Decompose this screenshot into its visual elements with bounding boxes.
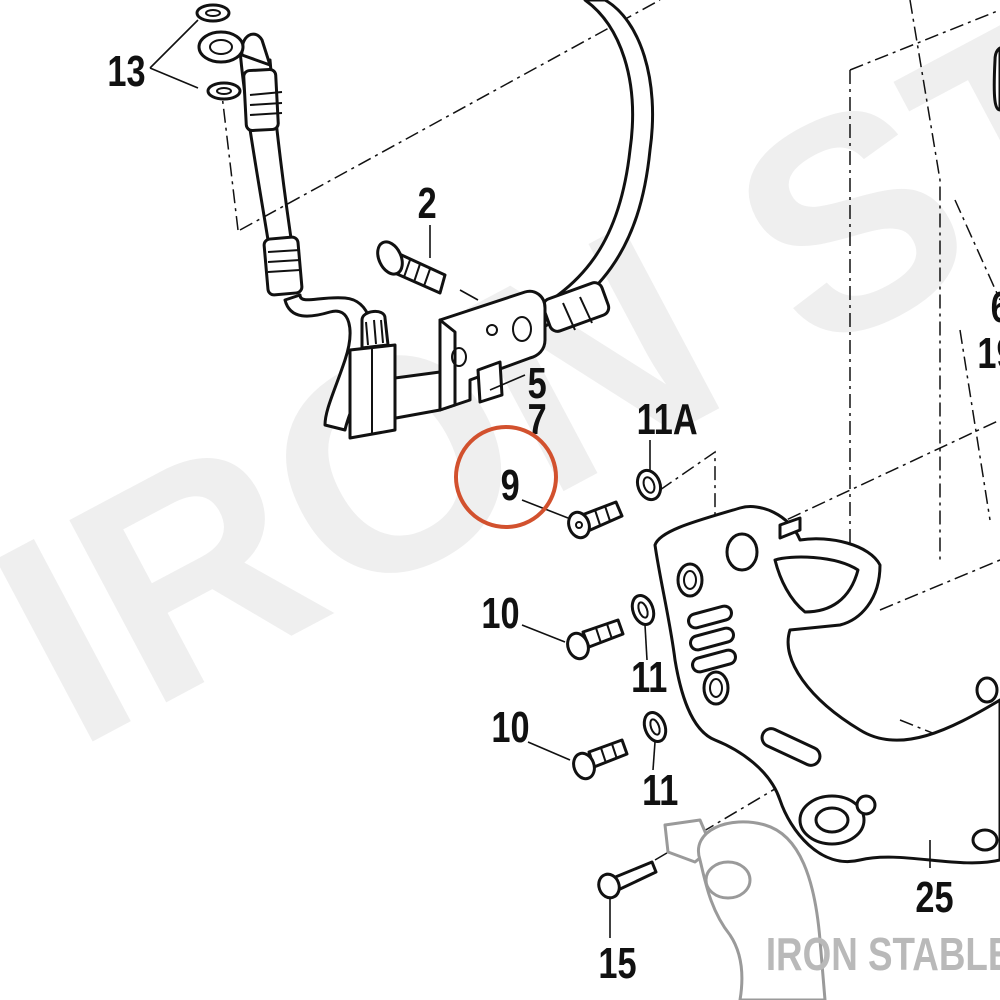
callout-11-lower: 11 xyxy=(642,766,678,815)
washer-11a xyxy=(635,468,663,502)
screw-10-upper xyxy=(566,618,625,661)
callout-19: 19 xyxy=(977,329,1000,378)
highlight-circle xyxy=(454,425,558,529)
screw-10-lower xyxy=(572,738,629,781)
callouts: 13 2 5 7 9 11A 10 11 10 11 15 25 6 19 xyxy=(107,47,1000,988)
bolt-2 xyxy=(376,240,447,295)
leader-lines xyxy=(149,19,931,938)
callout-5: 5 xyxy=(528,359,547,408)
pin-15 xyxy=(597,860,658,900)
mount-plate xyxy=(653,46,1000,865)
callout-11-upper: 11 xyxy=(631,653,667,702)
washer-11-lower xyxy=(642,710,668,744)
pedal-grey xyxy=(663,818,827,1000)
callout-25: 25 xyxy=(915,873,953,922)
banjo-fitting xyxy=(197,30,245,64)
washer-11-upper xyxy=(630,593,656,627)
callout-10-lower: 10 xyxy=(491,703,529,752)
callout-9: 9 xyxy=(501,461,520,510)
callout-7: 7 xyxy=(528,395,547,444)
hose-bracket xyxy=(348,289,547,440)
crush-washer-upper xyxy=(195,3,231,23)
watermark-brand: IRON STABLE xyxy=(766,928,1000,980)
callout-10-upper: 10 xyxy=(481,589,519,638)
brake-hose xyxy=(195,0,654,432)
callout-15: 15 xyxy=(598,939,636,988)
callout-6: 6 xyxy=(991,283,1000,332)
callout-2: 2 xyxy=(418,179,437,228)
crush-washer-lower xyxy=(206,81,242,101)
callout-13: 13 xyxy=(107,47,145,96)
callout-11a: 11A xyxy=(637,395,698,444)
screw-9 xyxy=(567,500,624,540)
